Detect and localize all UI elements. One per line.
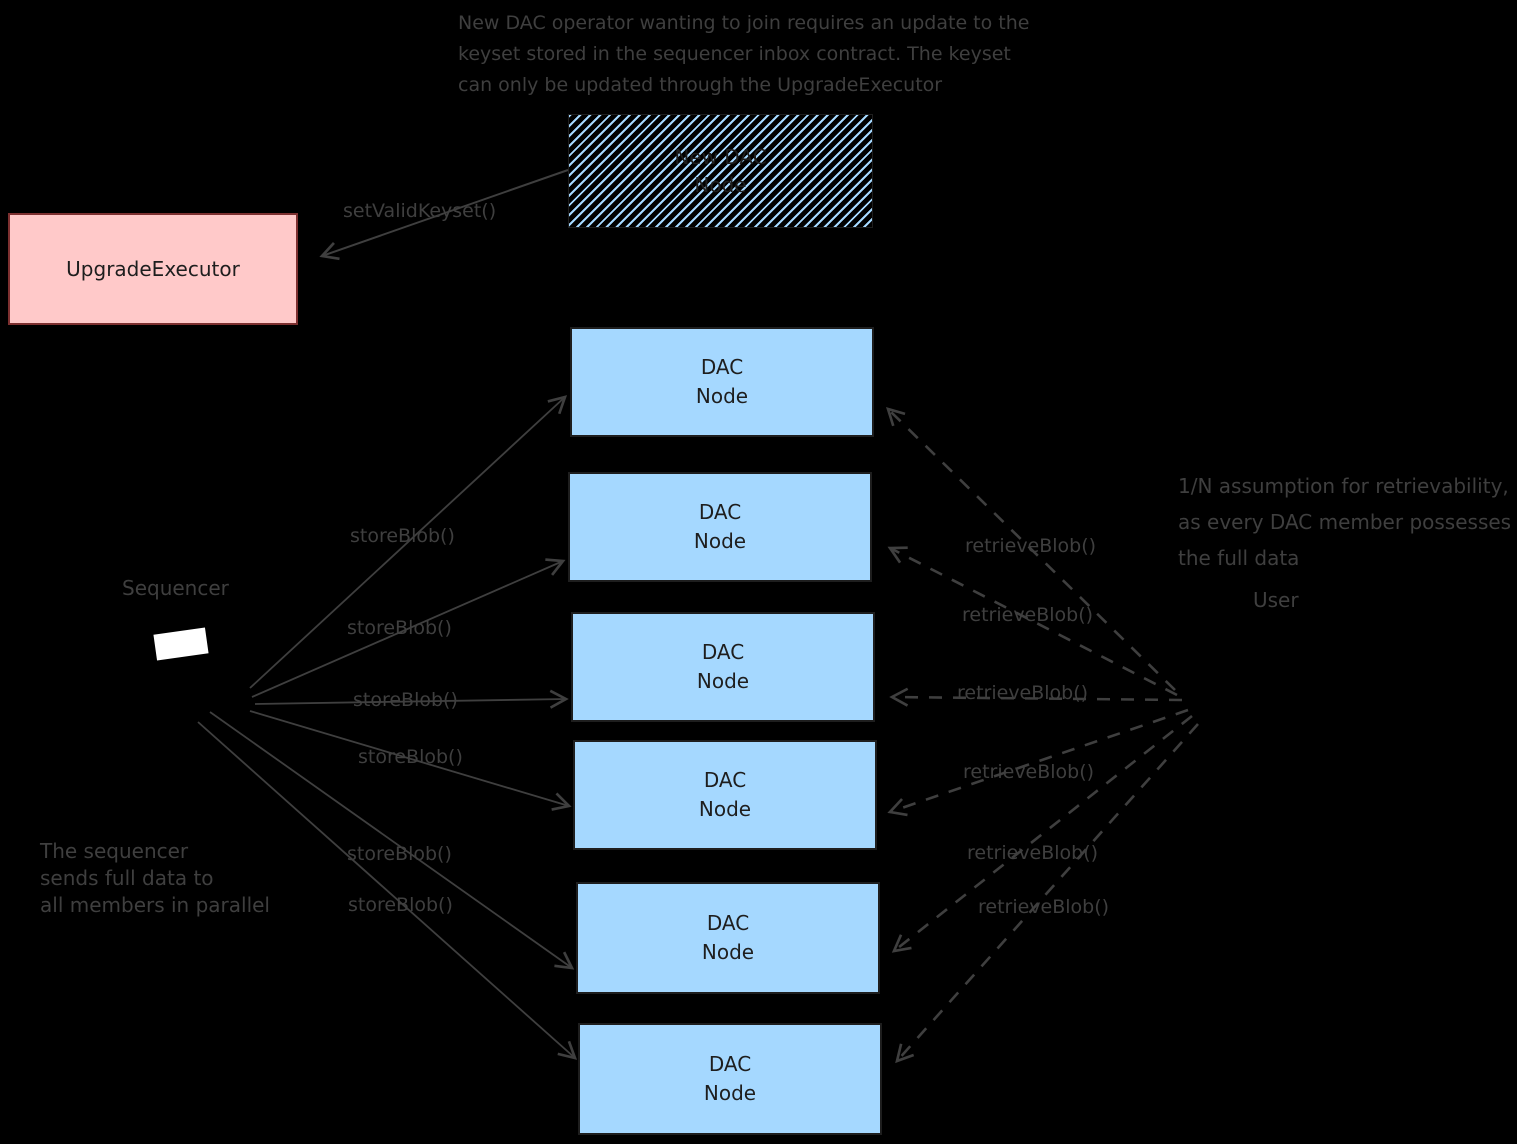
dac-node-label: DAC Node [695,355,749,408]
dac-node-label: DAC Node [701,911,755,964]
store-blob-label-2: storeBlob() [347,617,452,639]
dac-node-label: DAC Node [693,500,747,553]
dac-node-box-3: DAC Node [571,612,875,722]
upgrade-executor-box: UpgradeExecutor [8,213,298,325]
retrieve-blob-label-1: retrieveBlob() [965,535,1097,557]
store-blob-label-4: storeBlob() [358,746,463,768]
new-dac-node-box: New DAC Node [568,114,873,228]
dac-node-box-4: DAC Node [573,740,877,850]
store-blob-label-3: storeBlob() [353,689,458,711]
dac-node-label: DAC Node [703,1052,757,1105]
new-dac-node-label: New DAC Node [674,145,767,197]
retrieve-blob-label-4: retrieveBlob() [963,761,1095,783]
dac-node-box-5: DAC Node [576,882,880,994]
retrieve-blob-label-3: retrieveBlob() [957,682,1089,704]
dac-node-label: DAC Node [698,768,752,821]
retrievability-note: 1/N assumption for retrievability, as ev… [1178,474,1512,570]
keyset-note: New DAC operator wanting to join require… [458,12,1030,96]
upgrade-executor-label: UpgradeExecutor [66,256,240,281]
parallel-note: The sequencer sends full data to all mem… [40,839,270,917]
store-blob-label-1: storeBlob() [350,525,455,547]
sequencer-label: Sequencer [122,576,229,600]
sequencer-icon [153,627,209,661]
retrieve-blob-label-6: retrieveBlob() [978,896,1110,918]
dac-node-label: DAC Node [696,640,750,693]
retrieve-blob-label-2: retrieveBlob() [962,604,1094,626]
store-blob-label-5: storeBlob() [347,843,452,865]
user-label: User [1253,588,1299,612]
retrieve-blob-label-5: retrieveBlob() [967,842,1099,864]
store-blob-label-6: storeBlob() [348,894,453,916]
set-valid-keyset-label: setValidKeyset() [343,200,497,222]
dac-node-box-2: DAC Node [568,472,872,582]
dac-node-box-6: DAC Node [578,1023,882,1135]
dac-node-box-1: DAC Node [570,327,874,437]
